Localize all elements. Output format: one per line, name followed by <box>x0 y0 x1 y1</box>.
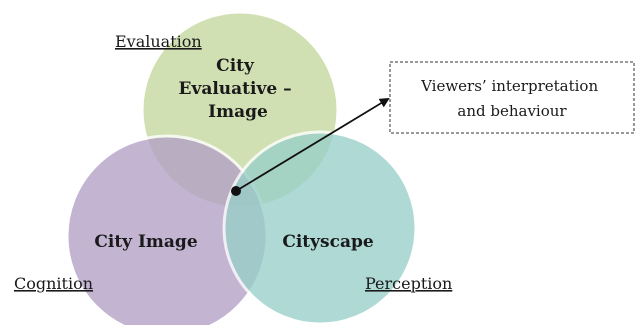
evaluative-label-line-3: Image <box>208 102 268 122</box>
city-evaluative-image-label: City Evaluative – Image <box>178 56 297 122</box>
cityscape-label: Cityscape <box>282 232 374 252</box>
callout-arrow <box>235 97 390 192</box>
callout-line-2: and behaviour <box>457 102 567 120</box>
intersection-point <box>231 186 241 196</box>
evaluation-label: Evaluation <box>115 32 202 51</box>
cityscape-circle <box>222 130 418 325</box>
perception-label: Perception <box>365 274 452 293</box>
evaluative-label-line-1: City <box>216 56 255 76</box>
city-image-label: City Image <box>94 232 197 252</box>
callout-text: Viewers’ interpretation and behaviour <box>420 77 603 120</box>
evaluative-label-line-2: Evaluative – <box>178 79 291 99</box>
cognition-label: Cognition <box>14 274 93 293</box>
callout-box <box>389 61 635 134</box>
callout-line-1: Viewers’ interpretation <box>420 77 598 95</box>
